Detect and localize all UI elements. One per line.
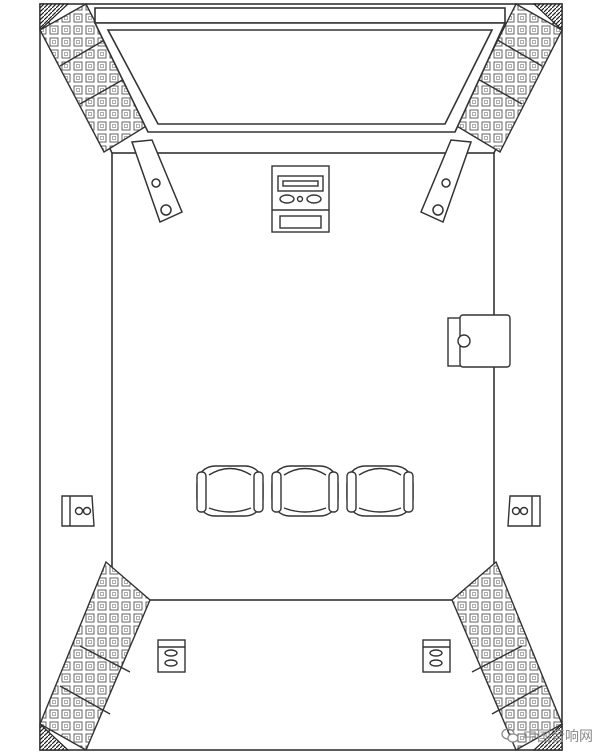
bass-trap-top-right [532,3,563,32]
acoustic-panel-bottom-right [451,560,563,751]
rear-right-speaker [422,639,451,673]
right-surround-speaker [507,495,541,527]
wechat-logo-icon [501,728,519,743]
seat-2 [271,465,339,517]
front-left-speaker [130,139,183,224]
seat-1 [196,465,264,517]
watermark: 中国音响网 [501,726,593,746]
bass-trap-bottom-right [532,722,563,751]
watermark-text: 中国音响网 [523,728,593,744]
room-inner-floor [111,152,495,601]
room-outer-wall [39,3,563,751]
front-right-speaker [420,139,473,224]
acoustic-panel-bottom-left [39,560,151,751]
projection-screen [93,7,507,133]
seat-3 [346,465,414,517]
left-surround-speaker [61,495,95,527]
subwoofer [447,314,511,368]
center-speaker-receiver [271,165,330,233]
bass-trap-top-left [39,3,70,32]
rear-left-speaker [157,639,186,673]
bass-trap-bottom-left [39,722,70,751]
